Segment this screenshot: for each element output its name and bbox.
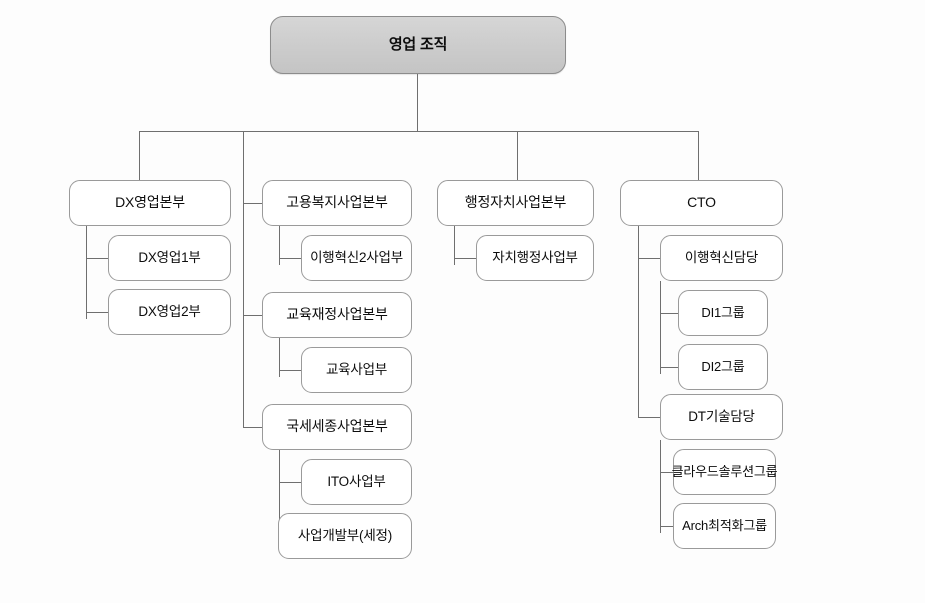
connector-col4-sub2-trunk bbox=[660, 440, 661, 533]
node-label: 행정자치사업본부 bbox=[464, 194, 567, 211]
node-label: 클라우드솔루션그룹 bbox=[671, 463, 778, 479]
connector-col4-sub1-trunk bbox=[660, 281, 661, 374]
node-label: 사업개발부(세정) bbox=[297, 527, 393, 543]
node-label: DX영업2부 bbox=[138, 303, 201, 319]
connector-col4-sub2-elbow bbox=[638, 417, 660, 418]
node-ito-business-dept[interactable]: ITO사업부 bbox=[301, 459, 412, 505]
node-label: 영업 조직 bbox=[388, 35, 448, 53]
node-label: 교육사업부 bbox=[325, 361, 388, 377]
connector-col3-trunk bbox=[454, 226, 455, 265]
connector-col1-trunk bbox=[86, 226, 87, 319]
connector-bus-drop-col1 bbox=[139, 131, 140, 180]
node-dx-sales-dept-2[interactable]: DX영업2부 bbox=[108, 289, 231, 335]
node-label: 자치행정사업부 bbox=[492, 249, 578, 265]
node-label: DX영업본부 bbox=[115, 194, 185, 211]
connector-col4-sub1-child2-elbow bbox=[660, 367, 678, 368]
connector-col1-child2-elbow bbox=[86, 312, 108, 313]
node-transition-innovation-2-dept[interactable]: 이행혁신2사업부 bbox=[301, 235, 412, 281]
node-business-development-dept-sejeong[interactable]: 사업개발부(세정) bbox=[278, 513, 412, 559]
connector-col2-g2-trunk bbox=[279, 338, 280, 377]
connector-col4-sub2-child1-elbow bbox=[660, 472, 673, 473]
connector-col2-head2-elbow bbox=[243, 315, 263, 316]
connector-col2-g3-child1-elbow bbox=[279, 482, 301, 483]
node-national-tax-sejong-division[interactable]: 국세세종사업본부 bbox=[262, 404, 412, 450]
node-education-finance-division[interactable]: 교육재정사업본부 bbox=[262, 292, 412, 338]
node-employment-welfare-division[interactable]: 고용복지사업본부 bbox=[262, 180, 412, 226]
node-education-business-dept[interactable]: 교육사업부 bbox=[301, 347, 412, 393]
node-di1-group[interactable]: DI1그룹 bbox=[678, 290, 768, 336]
node-cto[interactable]: CTO bbox=[620, 180, 783, 226]
node-label: 이행혁신2사업부 bbox=[310, 249, 403, 265]
node-dx-sales-division[interactable]: DX영업본부 bbox=[69, 180, 231, 226]
node-dx-sales-dept-1[interactable]: DX영업1부 bbox=[108, 235, 231, 281]
node-public-administration-division[interactable]: 행정자치사업본부 bbox=[437, 180, 594, 226]
connector-col2-head3-elbow bbox=[243, 427, 263, 428]
node-local-administration-dept[interactable]: 자치행정사업부 bbox=[476, 235, 594, 281]
connector-col4-trunk bbox=[638, 226, 639, 417]
connector-root-bus bbox=[139, 131, 698, 132]
node-label: ITO사업부 bbox=[327, 473, 386, 489]
connector-bus-drop-col3 bbox=[517, 131, 518, 180]
node-dt-technology-office[interactable]: DT기술담당 bbox=[660, 394, 783, 440]
connector-col1-child1-elbow bbox=[86, 258, 108, 259]
connector-col2-g1-child1-elbow bbox=[279, 258, 301, 259]
connector-col2-g2-child1-elbow bbox=[279, 370, 301, 371]
node-label: CTO bbox=[687, 194, 716, 211]
node-label: 이행혁신담당 bbox=[684, 249, 759, 265]
node-cloud-solution-group[interactable]: 클라우드솔루션그룹 bbox=[671, 449, 778, 495]
node-transition-innovation-office[interactable]: 이행혁신담당 bbox=[660, 235, 783, 281]
connector-bus-drop-col4 bbox=[698, 131, 699, 180]
node-label: Arch최적화그룹 bbox=[682, 517, 767, 533]
node-label: 국세세종사업본부 bbox=[286, 418, 388, 435]
node-label: DT기술담당 bbox=[688, 408, 755, 424]
connector-col2-head1-elbow bbox=[243, 203, 263, 204]
connector-col2-trunk bbox=[243, 131, 244, 427]
node-label: DX영업1부 bbox=[138, 249, 201, 265]
connector-col2-g3-trunk bbox=[279, 450, 280, 543]
node-label: 고용복지사업본부 bbox=[286, 194, 388, 211]
connector-root-stem bbox=[417, 74, 418, 131]
node-di2-group[interactable]: DI2그룹 bbox=[678, 344, 768, 390]
node-root-sales-org[interactable]: 영업 조직 bbox=[270, 16, 566, 74]
node-arch-optimization-group[interactable]: Arch최적화그룹 bbox=[673, 503, 776, 549]
connector-col4-sub2-child2-elbow bbox=[660, 526, 673, 527]
node-label: DI1그룹 bbox=[701, 304, 745, 320]
connector-col3-child1-elbow bbox=[454, 258, 476, 259]
node-label: 교육재정사업본부 bbox=[286, 306, 388, 323]
connector-col2-g1-trunk bbox=[279, 226, 280, 265]
connector-col4-sub1-elbow bbox=[638, 258, 660, 259]
connector-col4-sub1-child1-elbow bbox=[660, 313, 678, 314]
node-label: DI2그룹 bbox=[701, 358, 745, 374]
